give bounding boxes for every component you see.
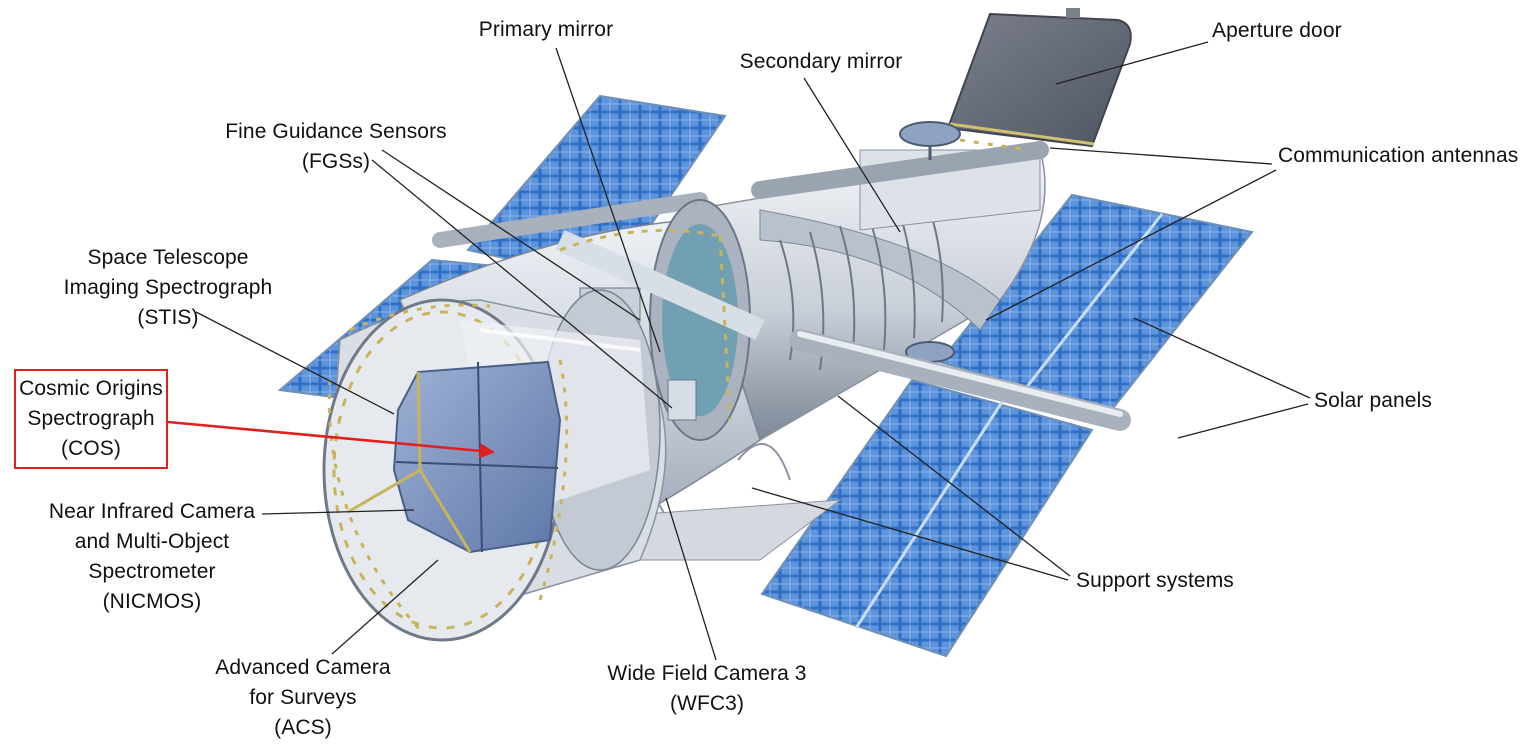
cabling <box>327 138 1031 631</box>
label-cos-line2: Spectrograph <box>27 407 155 430</box>
label-nicmos: Near Infrared Camera and Multi-Object Sp… <box>40 497 264 617</box>
instrument-bays <box>347 360 562 554</box>
leader-lines <box>195 41 1311 661</box>
label-communication-antennas: Communication antennas <box>1278 141 1528 171</box>
label-support-systems-text: Support systems <box>1076 569 1234 592</box>
label-solar-panels: Solar panels <box>1314 386 1444 416</box>
label-secondary-mirror: Secondary mirror <box>732 47 910 77</box>
label-stis-line2: Imaging Spectrograph <box>63 276 273 299</box>
label-acs-line2: for Surveys <box>249 686 357 709</box>
label-fine-guidance-sensors: Fine Guidance Sensors (FGSs) <box>218 117 454 177</box>
cos-pointer-arrow <box>167 420 496 459</box>
label-nicmos-line1: Near Infrared Camera <box>48 500 256 523</box>
label-support-systems: Support systems <box>1076 566 1252 596</box>
label-wfc3: Wide Field Camera 3 (WFC3) <box>596 659 818 719</box>
label-communication-antennas-text: Communication antennas <box>1278 144 1519 167</box>
label-primary-mirror-text: Primary mirror <box>478 18 614 41</box>
label-wfc3-line2: (WFC3) <box>669 692 745 715</box>
label-nicmos-line2: and Multi-Object <box>74 530 230 553</box>
label-nicmos-line4: (NICMOS) <box>102 590 202 613</box>
label-fgs-line2: (FGSs) <box>301 150 371 173</box>
aperture-door-shape <box>946 8 1132 148</box>
label-cos-line1: Cosmic Origins <box>19 377 163 400</box>
label-primary-mirror: Primary mirror <box>470 15 622 45</box>
label-solar-panels-text: Solar panels <box>1314 389 1432 412</box>
label-fgs-line1: Fine Guidance Sensors <box>225 120 447 143</box>
label-stis: Space Telescope Imaging Spectrograph (ST… <box>46 243 290 333</box>
label-nicmos-line3: Spectrometer <box>88 560 216 583</box>
label-aperture-door-text: Aperture door <box>1212 19 1342 42</box>
label-acs-line3: (ACS) <box>274 716 332 739</box>
label-secondary-mirror-text: Secondary mirror <box>739 50 903 73</box>
label-wfc3-line1: Wide Field Camera 3 <box>607 662 807 685</box>
solar-array-boom <box>432 192 1131 431</box>
cos-highlight-box <box>14 369 168 469</box>
label-acs: Advanced Camera for Surveys (ACS) <box>206 653 400 743</box>
label-stis-line1: Space Telescope <box>87 246 249 269</box>
label-cos-line3: (COS) <box>61 437 121 460</box>
label-acs-line1: Advanced Camera <box>215 656 391 679</box>
label-cos: Cosmic Origins Spectrograph (COS) <box>14 374 168 464</box>
label-aperture-door: Aperture door <box>1212 16 1352 46</box>
label-stis-line3: (STIS) <box>137 306 199 329</box>
telescope-rear-section <box>689 141 1049 442</box>
